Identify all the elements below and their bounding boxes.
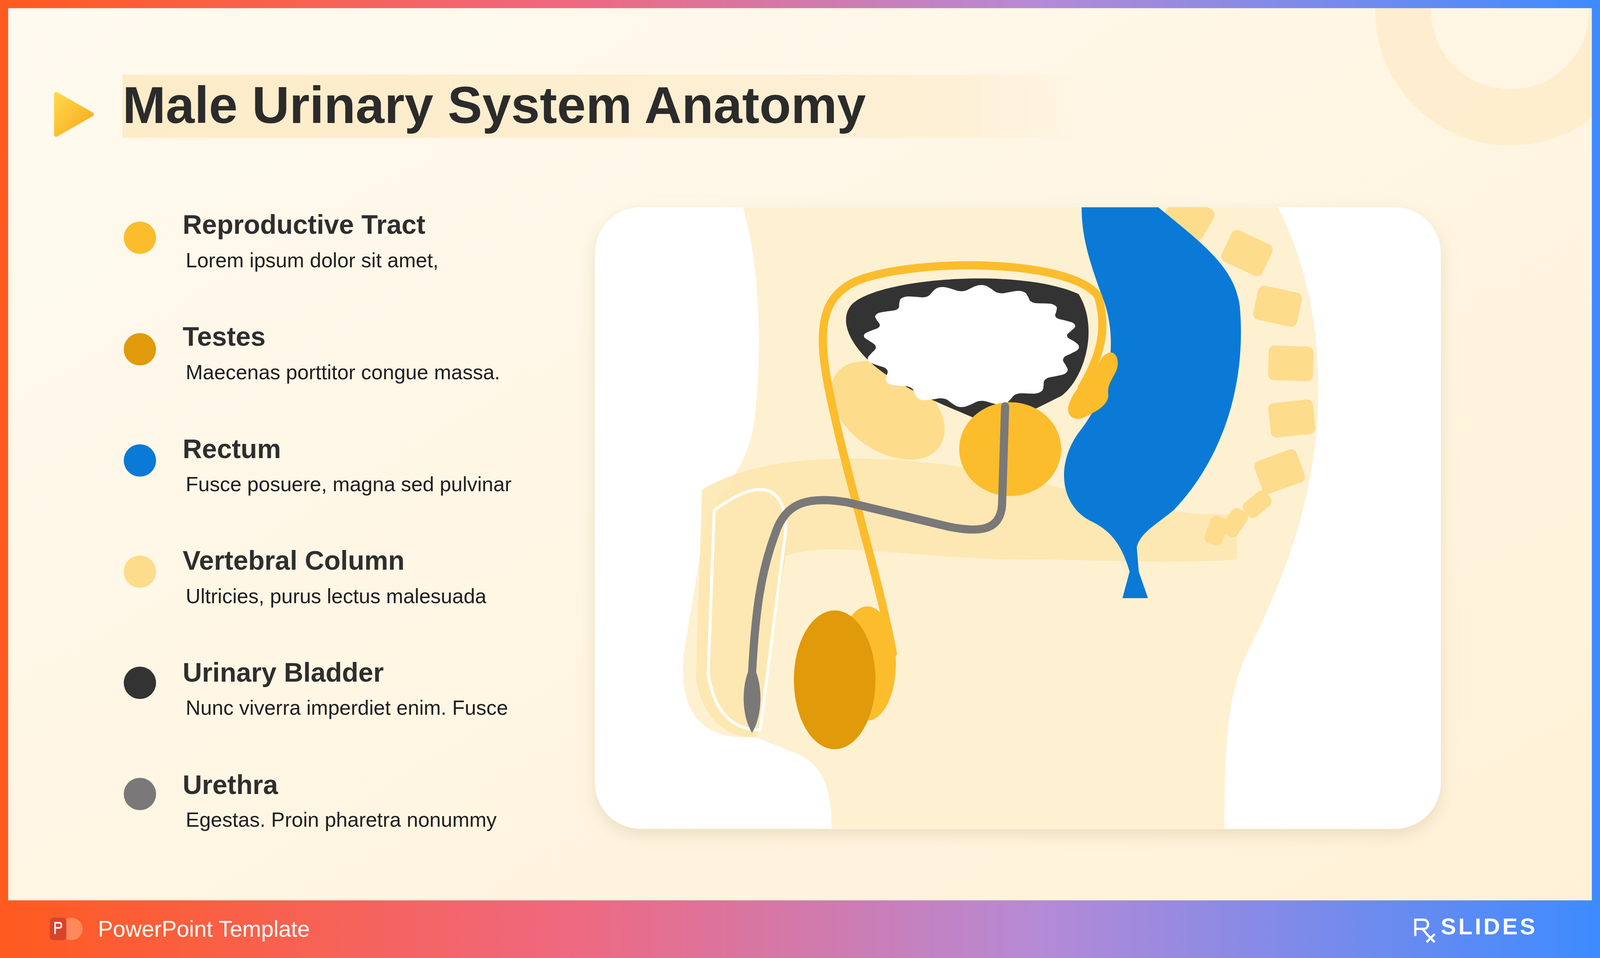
legend-heading: Testes [182, 320, 266, 353]
left-border [0, 0, 9, 903]
legend-dot [123, 777, 157, 810]
legend-heading: Vertebral Column [182, 544, 405, 577]
illustration-card [595, 207, 1442, 829]
logo-x [1426, 933, 1435, 942]
brand-logo-text: SLIDES [1440, 912, 1538, 940]
vas-deferens [822, 265, 1103, 654]
powerpoint-icon [50, 917, 83, 940]
icon-tile [50, 917, 67, 940]
footer-bar [0, 900, 1600, 958]
item-description: Egestas. Proin pharetra nonummy [185, 807, 497, 832]
rectum [1064, 207, 1241, 599]
item-description: Fusce posuere, magna sed pulvinar [185, 471, 512, 497]
vertebra [1267, 398, 1317, 438]
item-description: Ultricies, purus lectus malesuada [185, 583, 487, 609]
footer-caption: PowerPoint Template [98, 915, 311, 942]
vertebra [1252, 447, 1307, 496]
item-description: Nunc viverra imperdiet enim. Fusce [185, 695, 508, 720]
seminal-vesicle [1067, 352, 1118, 419]
legend-dot [123, 555, 157, 588]
testis [793, 610, 876, 749]
legend-heading: Urethra [182, 768, 278, 801]
legend-dot [123, 444, 157, 477]
legend-dot [123, 221, 157, 254]
vertebra [1202, 513, 1230, 547]
vertebra [1252, 284, 1304, 328]
right-border [1591, 0, 1600, 903]
slide-title: Male Urinary System Anatomy [122, 74, 866, 137]
logo-r [1415, 919, 1429, 936]
legend-dot [123, 666, 157, 699]
legend-heading: Urinary Bladder [182, 656, 384, 689]
vertebra [1219, 227, 1275, 279]
urinary-bladder [846, 278, 1089, 431]
item-description: Maecenas porttitor congue massa. [185, 359, 501, 385]
top-bar [0, 0, 1600, 9]
item-description: Lorem ipsum dolor sit amet, [185, 247, 439, 273]
rx-logo [1415, 919, 1435, 942]
vertebra [1267, 345, 1314, 382]
play-marker [55, 93, 92, 135]
prostate [959, 401, 1062, 496]
bladder-lumen [863, 284, 1080, 408]
legend-dot [123, 333, 157, 366]
anatomy-illustration [682, 207, 1319, 829]
decor-ring [1402, 0, 1600, 118]
legend-heading: Rectum [182, 432, 281, 466]
body-silhouette [682, 207, 1319, 829]
icon-glyph [55, 922, 62, 934]
legend-heading: Reproductive Tract [182, 208, 426, 241]
urethra-tip [743, 663, 761, 733]
